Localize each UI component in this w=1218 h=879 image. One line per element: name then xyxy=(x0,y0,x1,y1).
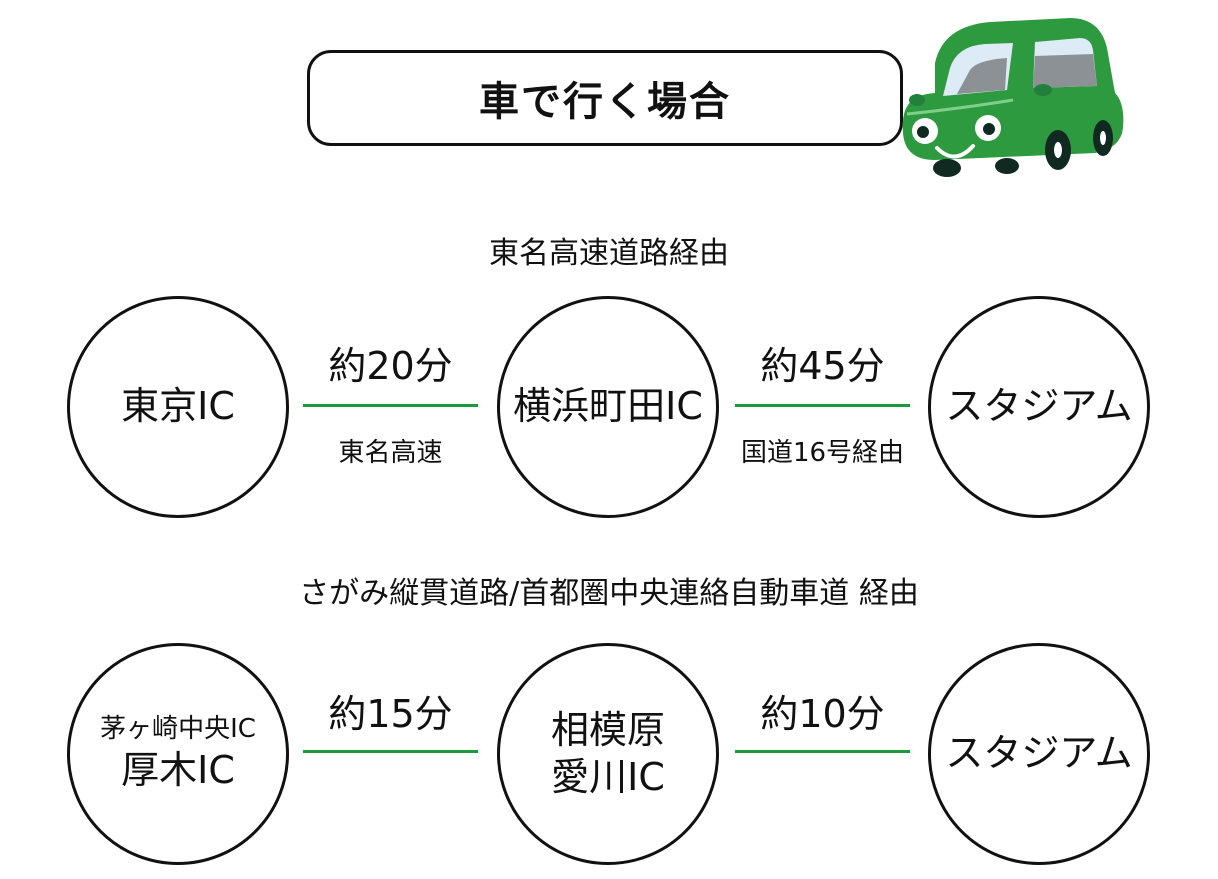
connector-line xyxy=(735,404,910,407)
connector-line xyxy=(303,750,478,753)
connector-line xyxy=(735,750,910,753)
node-label: スタジアム xyxy=(945,731,1133,776)
page-title-box: 車で行く場合 xyxy=(307,50,903,146)
travel-time: 約10分 xyxy=(760,692,885,736)
node-sublabel: 茅ヶ崎中央IC xyxy=(100,714,256,745)
route-heading-sagami: さがみ縦貫道路/首都圏中央連絡自動車道 経由 xyxy=(299,576,919,611)
node-sagamihara-aikawa-ic: 相模原 愛川IC xyxy=(497,643,719,865)
via-label: 国道16号経由 xyxy=(740,438,905,468)
node-label: 厚木IC xyxy=(121,748,235,793)
node-label: スタジアム xyxy=(945,384,1133,429)
node-tokyo-ic: 東京IC xyxy=(67,296,289,518)
travel-time: 約45分 xyxy=(760,344,885,388)
travel-time: 約20分 xyxy=(328,344,453,388)
node-label-line1: 相模原 xyxy=(550,707,665,752)
connector-line xyxy=(303,404,478,407)
node-stadium: スタジアム xyxy=(928,296,1150,518)
node-stadium: スタジアム xyxy=(928,643,1150,865)
page-title: 車で行く場合 xyxy=(479,79,731,125)
node-label-line2: 愛川IC xyxy=(551,755,665,799)
green-car-icon xyxy=(902,18,1124,177)
node-yokohama-machida-ic: 横浜町田IC xyxy=(497,296,719,518)
node-chigasaki-atsugi-ic: 茅ヶ崎中央IC 厚木IC xyxy=(67,643,289,865)
via-label: 東名高速 xyxy=(338,438,443,468)
node-label: 横浜町田IC xyxy=(513,384,703,429)
route-heading-tomei: 東名高速道路経由 xyxy=(489,236,729,271)
node-label: 東京IC xyxy=(121,384,235,429)
travel-time: 約15分 xyxy=(328,692,453,736)
